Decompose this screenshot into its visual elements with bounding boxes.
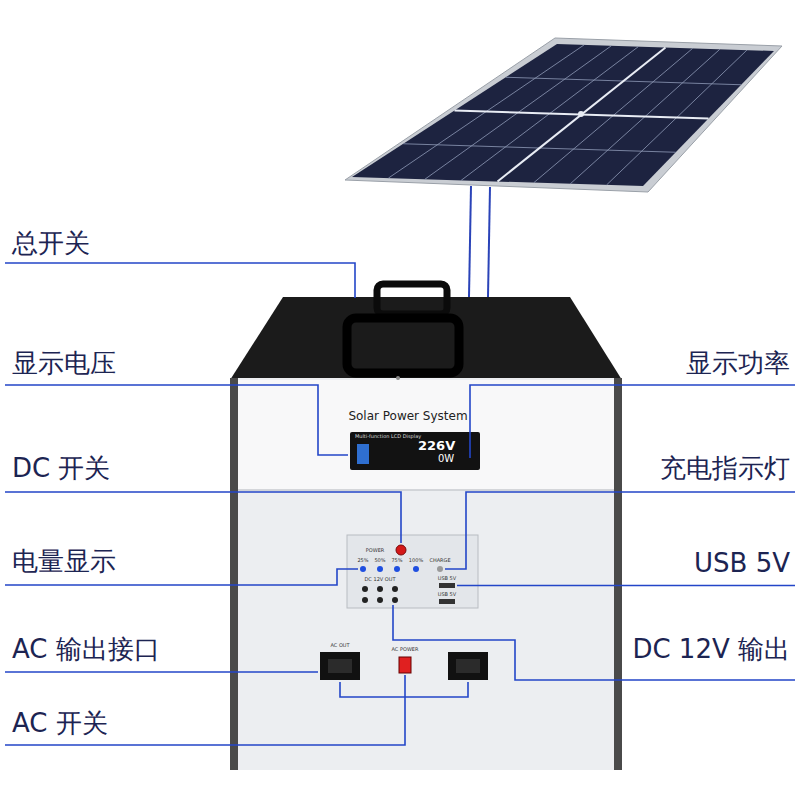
dc-socket	[362, 597, 368, 603]
charge-led	[437, 566, 443, 572]
dc-socket	[377, 597, 383, 603]
callout-label: 充电指示灯	[660, 455, 790, 481]
bracket	[340, 682, 468, 697]
screw	[396, 376, 400, 380]
lcd-screen	[350, 432, 480, 470]
outlet-face	[328, 659, 352, 673]
callout-label: AC 开关	[12, 710, 108, 736]
leader-line	[5, 492, 401, 543]
panel-bus	[455, 48, 709, 182]
leader-line	[5, 385, 348, 455]
battery-icon	[357, 444, 369, 464]
panel-cells	[352, 44, 774, 186]
ac-switch	[399, 657, 411, 673]
callout-label: DC 开关	[12, 455, 110, 481]
level-marking: 75%	[391, 558, 402, 563]
housing-body	[230, 378, 622, 770]
usb-port	[439, 583, 455, 588]
panel-marking: POWER	[366, 548, 385, 553]
leader-lines	[5, 263, 795, 745]
leader-line	[457, 585, 795, 587]
dc-socket	[392, 597, 398, 603]
cable	[488, 187, 490, 297]
level-marking: 100%	[409, 558, 423, 563]
panel-seam	[238, 489, 614, 491]
device-housing: Solar Power SystemMulti-function LCD Dis…	[230, 380, 622, 770]
callout-label: 显示功率	[686, 350, 790, 376]
dc-socket	[392, 586, 398, 592]
level-led	[394, 566, 400, 572]
dc-socket	[362, 586, 368, 592]
panel-frame	[345, 38, 782, 192]
bus-line	[455, 111, 709, 119]
ac-outlet	[448, 652, 488, 680]
leader-line	[5, 671, 318, 673]
usb-port	[439, 599, 455, 604]
callout-label: 显示电压	[12, 350, 116, 376]
level-marking: 25%	[357, 558, 368, 563]
upper-panel	[238, 380, 614, 490]
level-led	[360, 566, 366, 572]
leader-line	[5, 263, 355, 298]
voltage-reading: 226V	[418, 439, 455, 452]
leader-line	[470, 385, 795, 458]
control-panel: POWER 25% 50% 75% 100% CHARGE USB 5V DC 12V OUT…	[347, 535, 478, 608]
side-edge	[230, 378, 238, 770]
lcd-caption: Multi-function LCD Display	[355, 434, 421, 439]
leader-line	[5, 675, 405, 745]
power-reading: 0W	[438, 454, 454, 464]
device-title: Solar Power System	[348, 410, 467, 422]
side-edge	[614, 378, 622, 770]
port-marking: USB 5V	[438, 576, 456, 581]
back-handle	[377, 284, 447, 314]
housing-lid	[230, 297, 622, 380]
junction-dot	[578, 111, 584, 117]
callout-label: DC 12V 输出	[632, 636, 790, 662]
callout-label: USB 5V	[694, 550, 790, 576]
callout-label: 总开关	[12, 230, 90, 256]
ac-outlet	[320, 652, 360, 680]
callout-label: AC 输出接口	[12, 636, 160, 662]
port-marking: USB 5V	[438, 592, 456, 597]
level-marking: 50%	[374, 558, 385, 563]
outlet-face	[456, 659, 480, 673]
cable	[469, 186, 471, 297]
level-led	[377, 566, 383, 572]
port-marking: DC 12V OUT	[365, 577, 396, 582]
front-handle	[347, 318, 459, 373]
lcd-display: Multi-function LCD Display226V 0W	[350, 432, 480, 470]
control-plate	[347, 535, 478, 608]
panel-marking: AC POWER	[392, 647, 419, 652]
level-led	[413, 566, 419, 572]
power-button	[396, 545, 406, 555]
leader-line	[393, 605, 795, 680]
panel-grid	[388, 45, 747, 185]
panel-marking: AC OUT	[330, 643, 349, 648]
callout-label: 电量显示	[12, 548, 116, 574]
panel-marking: CHARGE	[429, 558, 450, 563]
bus-line	[498, 48, 666, 182]
dc-socket	[377, 586, 383, 592]
